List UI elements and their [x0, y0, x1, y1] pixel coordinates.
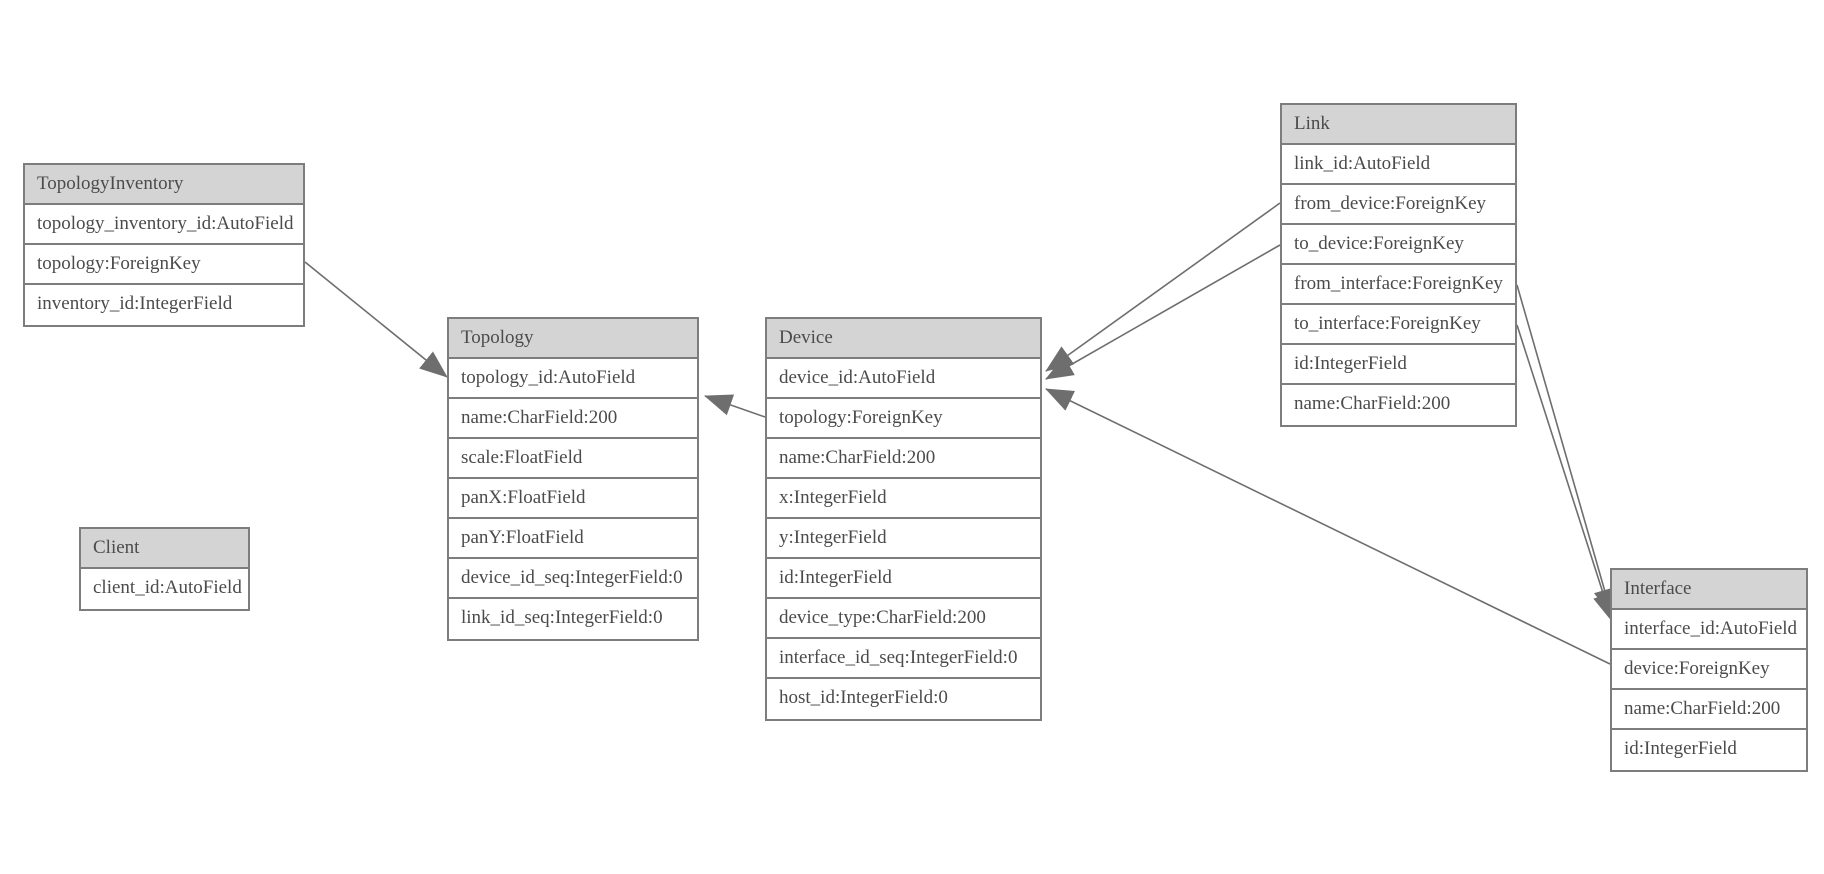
entity-link-field-1: from_device:ForeignKey: [1282, 185, 1515, 225]
entity-link-field-0: link_id:AutoField: [1282, 145, 1515, 185]
entity-interface-title: Interface: [1612, 570, 1806, 610]
entity-link-field-5: id:IntegerField: [1282, 345, 1515, 385]
entity-device-field-3: x:IntegerField: [767, 479, 1040, 519]
entity-device-field-0: device_id:AutoField: [767, 359, 1040, 399]
relation-link-to_device-to-device: [1045, 244, 1281, 380]
entity-link-field-4: to_interface:ForeignKey: [1282, 305, 1515, 345]
entity-interface-field-0: interface_id:AutoField: [1612, 610, 1806, 650]
entity-client-field-0: client_id:AutoField: [81, 569, 248, 609]
relation-device-topology-to-topology: [704, 394, 766, 418]
entity-topology-field-6: link_id_seq:IntegerField:0: [449, 599, 697, 639]
entity-client-title: Client: [81, 529, 248, 569]
entity-device-field-6: device_type:CharField:200: [767, 599, 1040, 639]
entity-device-field-5: id:IntegerField: [767, 559, 1040, 599]
entity-topology-field-3: panX:FloatField: [449, 479, 697, 519]
entity-topologyinventory-title: TopologyInventory: [25, 165, 303, 205]
entity-device-field-7: interface_id_seq:IntegerField:0: [767, 639, 1040, 679]
entity-interface-field-2: name:CharField:200: [1612, 690, 1806, 730]
entity-device-title: Device: [767, 319, 1040, 359]
entity-topology-title: Topology: [449, 319, 697, 359]
entity-device-field-4: y:IntegerField: [767, 519, 1040, 559]
entity-topology-field-4: panY:FloatField: [449, 519, 697, 559]
relation-topologyinventory-topology-to-topology: [304, 261, 448, 378]
entity-topologyinventory-field-1: topology:ForeignKey: [25, 245, 303, 285]
entity-device-field-2: name:CharField:200: [767, 439, 1040, 479]
entity-interface-field-3: id:IntegerField: [1612, 730, 1806, 770]
entity-topology-field-2: scale:FloatField: [449, 439, 697, 479]
entity-device-field-1: topology:ForeignKey: [767, 399, 1040, 439]
entity-topologyinventory-field-2: inventory_id:IntegerField: [25, 285, 303, 325]
entity-topologyinventory-field-0: topology_inventory_id:AutoField: [25, 205, 303, 245]
relation-link-to_interface-to-interface: [1516, 324, 1615, 622]
entity-topology-field-0: topology_id:AutoField: [449, 359, 697, 399]
entity-interface-field-1: device:ForeignKey: [1612, 650, 1806, 690]
relation-interface-device-to-device: [1045, 388, 1611, 665]
entity-topology-field-1: name:CharField:200: [449, 399, 697, 439]
relation-link-from_device-to-device: [1045, 202, 1281, 372]
entity-device-field-8: host_id:IntegerField:0: [767, 679, 1040, 719]
entity-link-field-3: from_interface:ForeignKey: [1282, 265, 1515, 305]
relation-link-from_interface-to-interface: [1516, 284, 1616, 617]
entity-link-field-6: name:CharField:200: [1282, 385, 1515, 425]
entity-topology-field-5: device_id_seq:IntegerField:0: [449, 559, 697, 599]
entity-link-field-2: to_device:ForeignKey: [1282, 225, 1515, 265]
entity-link-title: Link: [1282, 105, 1515, 145]
